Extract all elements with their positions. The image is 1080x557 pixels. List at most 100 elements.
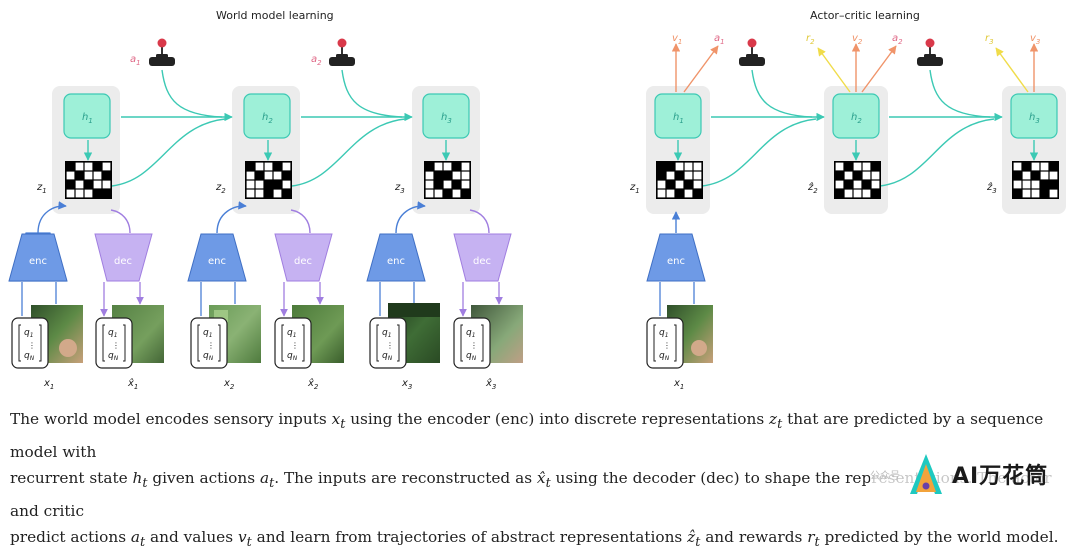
actor-critic-title: Actor–critic learning <box>810 9 920 22</box>
h-box-3 <box>422 93 470 139</box>
z-grid-cell <box>693 189 702 198</box>
r2-label: r2 <box>806 33 815 46</box>
qN-label: qN <box>466 351 477 362</box>
qN-label: qN <box>659 351 670 362</box>
z-grid-cell <box>443 162 452 171</box>
z-grid-cell <box>66 180 75 189</box>
z-grid-cell <box>75 180 84 189</box>
h-box-2 <box>243 93 291 139</box>
h3-label: h3 <box>441 112 452 125</box>
z-grid-cell <box>844 162 853 171</box>
z-grid-cell <box>1013 162 1022 171</box>
z-grid-cell <box>443 171 452 180</box>
joystick-icon <box>739 38 765 66</box>
z-grid-cell <box>443 189 452 198</box>
vector-card: q1⋮qN <box>11 317 49 369</box>
vector-card: q1⋮qN <box>646 317 684 369</box>
vdots-label: ⋮ <box>663 341 671 350</box>
z-grid-cell <box>1022 162 1031 171</box>
z-grid-cell <box>264 171 273 180</box>
z-grid-cell <box>273 180 282 189</box>
z-grid-cell <box>264 162 273 171</box>
decoder-arrows <box>110 209 490 234</box>
a2-label: a2 <box>311 54 322 67</box>
vector-card: q1⋮qN <box>453 317 491 369</box>
z-grid-cell <box>657 180 666 189</box>
z-grid-cell <box>862 162 871 171</box>
z-grid-cell <box>452 189 461 198</box>
z-grid-cell <box>844 171 853 180</box>
z-grid-cell <box>675 180 684 189</box>
x2-label: x2 <box>223 378 235 391</box>
z-grid-cell <box>1013 180 1022 189</box>
watermark-logo-icon <box>910 454 942 494</box>
z-grid-cell <box>1022 189 1031 198</box>
z-grid-cell <box>1031 162 1040 171</box>
z-grid-6 <box>1012 161 1059 199</box>
z-grid-cell <box>871 171 880 180</box>
z-grid-cell <box>84 171 93 180</box>
z1-ac-label: z1 <box>629 182 640 195</box>
z-grid-cell <box>1022 180 1031 189</box>
z-grid-cell <box>434 171 443 180</box>
z-grid-cell <box>1049 180 1058 189</box>
z-grid-cell <box>1013 189 1022 198</box>
z-grid-cell <box>1031 171 1040 180</box>
z-grid-cell <box>443 180 452 189</box>
z-grid-cell <box>425 171 434 180</box>
vdots-label: ⋮ <box>291 341 299 350</box>
encoder-3-shape <box>366 233 426 282</box>
z-grid-cell <box>1040 171 1049 180</box>
z-grid-cell <box>255 162 264 171</box>
vdots-label: ⋮ <box>28 341 36 350</box>
z-grid-cell <box>66 162 75 171</box>
z-grid-cell <box>434 162 443 171</box>
z-grid-cell <box>425 189 434 198</box>
xhat1-label: x̂1 <box>127 377 138 391</box>
q1-label: q1 <box>382 328 392 339</box>
enc-label-2: enc <box>208 256 226 267</box>
z-grid-cell <box>862 189 871 198</box>
z-grid-cell <box>1031 180 1040 189</box>
actor-critic-outputs <box>671 43 1039 93</box>
z-grid-cell <box>102 180 111 189</box>
zhat3-ac-label: ẑ3 <box>986 181 997 195</box>
z-grid-cell <box>66 171 75 180</box>
a1-label: a1 <box>130 54 141 67</box>
z-grid-cell <box>461 162 470 171</box>
z-grid-cell <box>282 171 291 180</box>
v1-label: v1 <box>672 33 682 46</box>
z-grid-cell <box>844 189 853 198</box>
z-grid-cell <box>282 189 291 198</box>
encoder-arrows <box>37 201 681 234</box>
z-grid-cell <box>246 189 255 198</box>
z2-label: z2 <box>215 182 226 195</box>
enc-label-3: enc <box>387 256 405 267</box>
watermark: 公众号 AI万花筒 <box>870 448 1075 500</box>
z-grid-cell <box>844 180 853 189</box>
z-grid-cell <box>246 162 255 171</box>
z-grid-4 <box>656 161 703 199</box>
z-grid-cell <box>264 189 273 198</box>
h-box-1 <box>63 93 111 139</box>
joystick-icon <box>917 38 943 66</box>
v3-label: v3 <box>1030 33 1040 46</box>
z-grid-cell <box>835 189 844 198</box>
z-grids <box>65 161 1059 199</box>
z-grid-cell <box>75 171 84 180</box>
v2-label: v2 <box>852 33 863 46</box>
q1-label: q1 <box>287 328 297 339</box>
qN-label: qN <box>287 351 298 362</box>
z-grid-cell <box>75 189 84 198</box>
z-grid-cell <box>93 180 102 189</box>
z-grid-cell <box>835 162 844 171</box>
z-grid-cell <box>264 180 273 189</box>
vector-card: q1⋮qN <box>95 317 133 369</box>
dec-label-1: dec <box>114 256 132 267</box>
xhat3-label: x̂3 <box>485 377 496 391</box>
q1-label: q1 <box>203 328 213 339</box>
z-grid-cell <box>693 171 702 180</box>
decoder-1-shape <box>94 233 153 282</box>
z-grid-cell <box>693 162 702 171</box>
recon-arrows <box>100 282 503 317</box>
